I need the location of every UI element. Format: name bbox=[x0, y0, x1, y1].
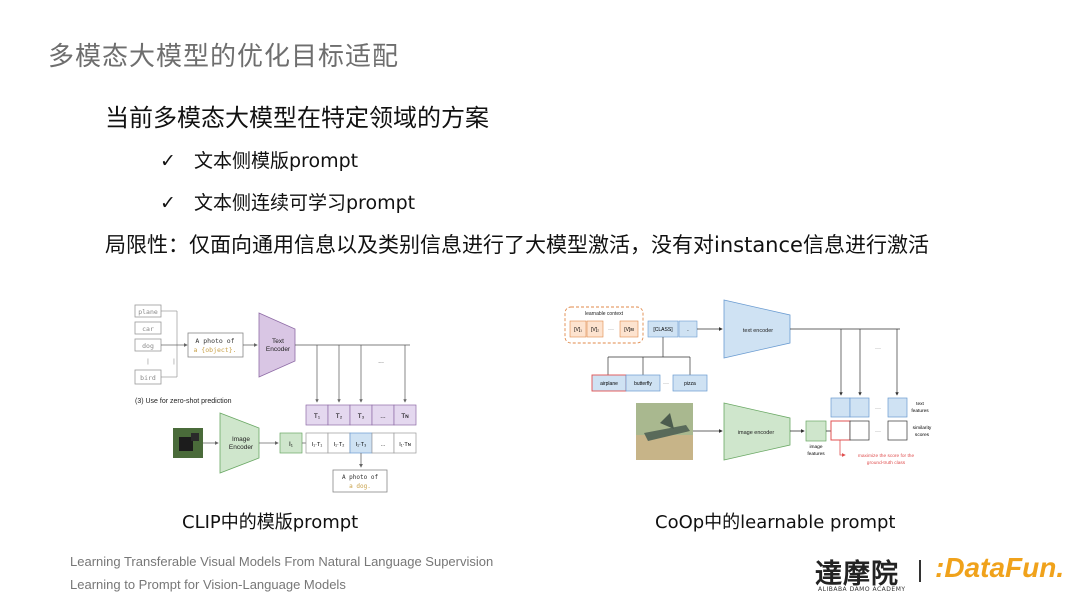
limitation-text: 局限性：仅面向通用信息以及类别信息进行了大模型激活，没有对instance信息进… bbox=[105, 233, 929, 257]
class-name-cell bbox=[625, 374, 661, 392]
similarity-label: similarity bbox=[913, 425, 932, 431]
image-encoder-label: Encoder bbox=[229, 444, 254, 451]
bullet-item: ✓ 文本侧模版prompt bbox=[160, 146, 358, 173]
v-cell bbox=[619, 320, 639, 338]
image-features-label: features bbox=[807, 451, 825, 457]
damo-logo: 達摩院 bbox=[815, 559, 899, 590]
v-cell-label: [V]₁ bbox=[574, 327, 582, 333]
text-features-label: features bbox=[911, 408, 929, 414]
image-encoder-label: Image bbox=[232, 436, 250, 443]
damo-logo-subtitle: ALIBABA DAMO ACADEMY bbox=[818, 586, 906, 593]
text-feature-cell bbox=[887, 397, 908, 418]
zero-shot-label: (3) Use for zero-shot prediction bbox=[135, 398, 232, 405]
encoder-ellipsis: ··· bbox=[875, 346, 881, 352]
class-box bbox=[134, 321, 162, 335]
class-label: plane bbox=[138, 308, 158, 316]
learnable-context-label: learnable context bbox=[585, 311, 624, 317]
it-cell bbox=[393, 432, 417, 454]
clip-diagram: plane car dog | | bird A photo of a {obj… bbox=[134, 304, 417, 493]
class-label: bird bbox=[140, 374, 156, 382]
dot-cell-label: . bbox=[687, 327, 689, 333]
text-encoder-label: Text bbox=[272, 338, 284, 345]
result-bottom: a dog. bbox=[349, 483, 371, 490]
section-heading: 当前多模态大模型在特定领域的方案 bbox=[105, 104, 489, 132]
coop-caption: CoOp中的learnable prompt bbox=[655, 512, 896, 533]
image-features-label: image bbox=[809, 444, 822, 450]
prompt-template-box bbox=[187, 332, 244, 358]
class-name-label: airplane bbox=[600, 381, 618, 387]
result-top: A photo of bbox=[342, 474, 379, 481]
it-cell-label: ... bbox=[381, 442, 386, 448]
datafun-logo: :DataFun. bbox=[935, 552, 1065, 583]
class-name-label: butterfly bbox=[634, 381, 652, 387]
image-encoder-shape bbox=[219, 412, 260, 474]
it-cell-label: I₁·T₁ bbox=[312, 442, 323, 448]
image-feature-cell bbox=[805, 420, 827, 442]
similarity-ellipsis: ··· bbox=[875, 429, 881, 435]
logo-divider bbox=[919, 560, 921, 582]
prompt-template-top: A photo of bbox=[195, 337, 234, 345]
bullet-text: 文本侧连续可学习prompt bbox=[194, 192, 416, 214]
class-label: dog bbox=[142, 342, 154, 350]
t-cell-label: T₃ bbox=[358, 413, 365, 420]
similarity-cell bbox=[887, 420, 908, 441]
text-feature-cell bbox=[849, 397, 870, 418]
reference-2: Learning to Prompt for Vision-Language M… bbox=[70, 577, 346, 592]
prompt-template-bottom: a {object}. bbox=[193, 346, 236, 354]
text-feature-cell bbox=[830, 397, 851, 418]
similarity-cell-highlight bbox=[830, 420, 851, 441]
class-cell-label: [CLASS] bbox=[653, 327, 673, 333]
bullet-item: ✓ 文本侧连续可学习prompt bbox=[160, 188, 415, 215]
reference-1: Learning Transferable Visual Models From… bbox=[70, 554, 494, 569]
ellipsis: ... bbox=[378, 358, 384, 365]
similarity-cell bbox=[849, 420, 870, 441]
class-label: car bbox=[142, 325, 154, 333]
learnable-context-box bbox=[564, 306, 644, 344]
v-ellipsis: ··· bbox=[608, 327, 614, 333]
t-cell-label: ... bbox=[380, 413, 386, 420]
v-cell bbox=[569, 320, 587, 338]
text-features-label: text bbox=[916, 401, 924, 407]
it-cell-label: I₁·Tɴ bbox=[399, 442, 411, 448]
it-cell-label: I₁·T₃ bbox=[356, 442, 367, 448]
t-cell bbox=[393, 404, 417, 426]
image-encoder-shape bbox=[723, 402, 791, 461]
class-label: | bbox=[173, 358, 175, 365]
text-encoder-shape bbox=[258, 312, 296, 378]
text-encoder-shape bbox=[723, 299, 791, 359]
it-cell-label: I₁·T₂ bbox=[334, 442, 345, 448]
slide-title: 多模态大模型的优化目标适配 bbox=[48, 42, 400, 72]
check-icon: ✓ bbox=[160, 150, 176, 172]
v-cell bbox=[586, 320, 604, 338]
t-cell-label: Tɴ bbox=[401, 413, 409, 420]
t-cell-label: T₁ bbox=[314, 413, 321, 420]
result-box bbox=[332, 469, 388, 493]
class-name-label: pizza bbox=[684, 381, 696, 387]
clip-caption: CLIP中的模版prompt bbox=[182, 512, 359, 533]
v-cell-label: [V]₂ bbox=[591, 327, 599, 333]
similarity-label: scores bbox=[915, 432, 930, 438]
maximize-label: maximize the score for the bbox=[858, 453, 915, 459]
bullet-text: 文本侧模版prompt bbox=[194, 150, 359, 172]
coop-diagram: learnable context [V]₁ [V]₂ ··· [V]ᴍ [CL… bbox=[564, 299, 932, 466]
class-name-cell bbox=[672, 374, 708, 392]
feature-ellipsis: ··· bbox=[875, 406, 881, 412]
i1-cell-label: I₁ bbox=[289, 441, 294, 448]
v-cell-label: [V]ᴍ bbox=[624, 327, 634, 333]
text-encoder-label: Encoder bbox=[266, 346, 291, 353]
class-name-ellipsis: ··· bbox=[663, 381, 669, 387]
dog-photo-figure bbox=[179, 437, 193, 451]
text-encoder-label: text encoder bbox=[743, 328, 773, 334]
class-label: | bbox=[147, 358, 149, 365]
maximize-label: ground-truth class bbox=[867, 460, 906, 466]
image-encoder-label: image encoder bbox=[738, 430, 775, 436]
t-cell-label: T₂ bbox=[336, 413, 343, 420]
check-icon: ✓ bbox=[160, 192, 176, 214]
